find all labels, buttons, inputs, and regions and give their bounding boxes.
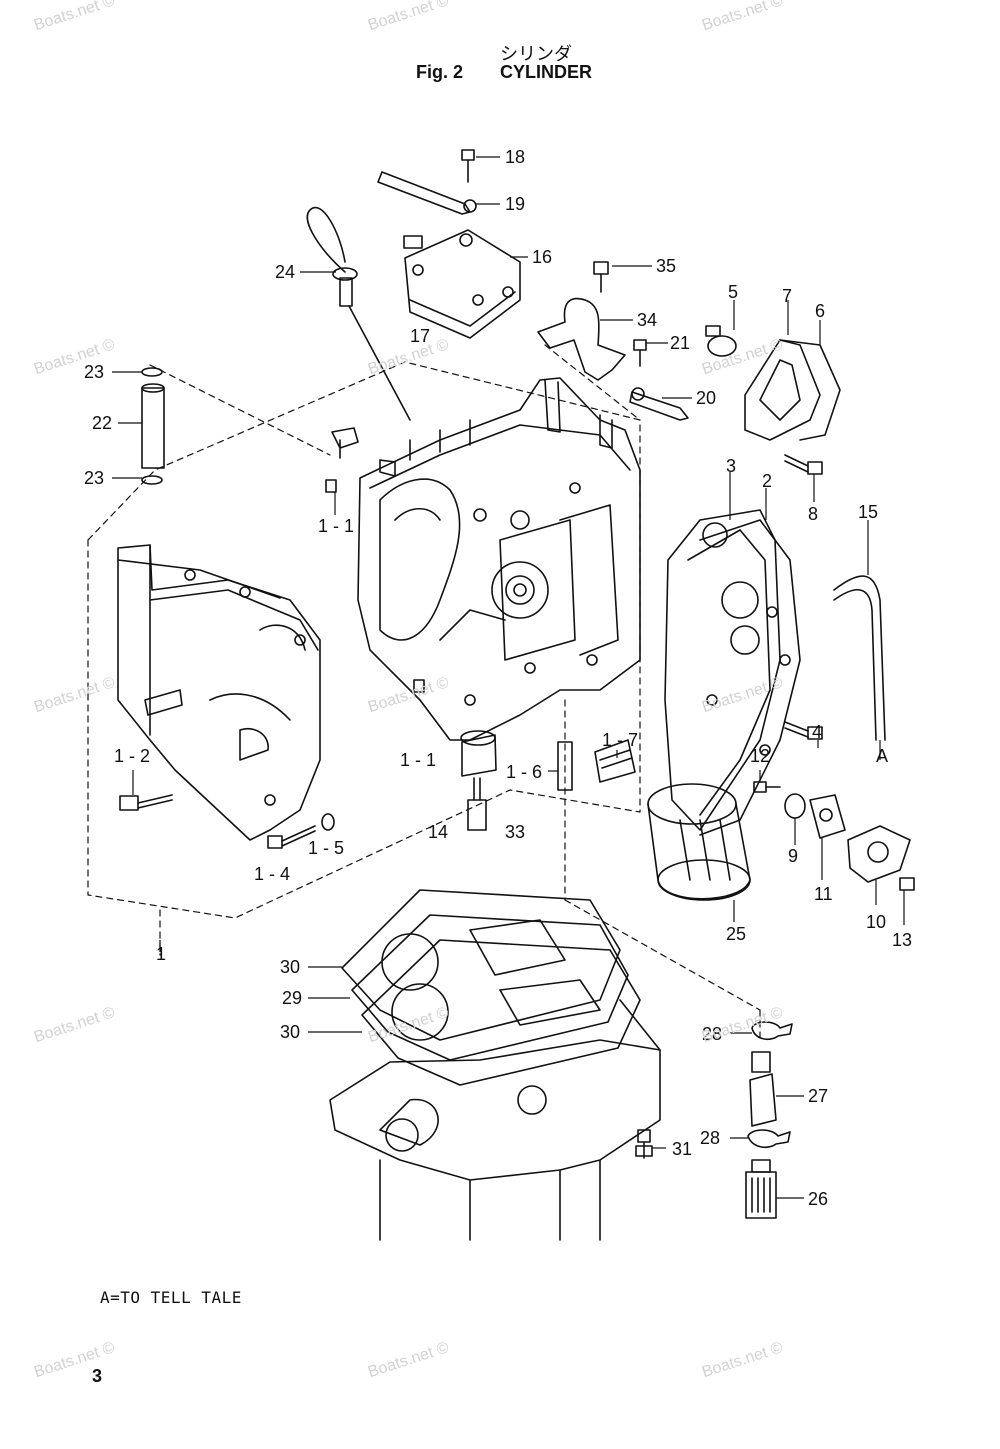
dipstick-part-24 xyxy=(306,206,411,421)
callout-label: 12 xyxy=(750,746,770,766)
callout-label: 35 xyxy=(656,256,676,276)
callout-label: 2 xyxy=(762,471,772,491)
assembly-boundary-dashed xyxy=(87,344,761,1041)
callout-label: 30 xyxy=(280,1022,300,1042)
page-number: 3 xyxy=(92,1366,103,1386)
callout-label: 21 xyxy=(670,333,690,353)
callout-label: 1 - 6 xyxy=(506,762,542,782)
callout-label: 27 xyxy=(808,1086,828,1106)
callout-label: 34 xyxy=(637,310,657,330)
callout-label: 13 xyxy=(892,930,912,950)
oil-filter-part-25 xyxy=(647,783,751,901)
callout-label: 26 xyxy=(808,1189,828,1209)
callout-label: 7 xyxy=(782,286,792,306)
callout-label: 1 - 4 xyxy=(254,864,290,884)
callout-label: 6 xyxy=(815,301,825,321)
callout-label: 3 xyxy=(726,456,736,476)
callout-label: 9 xyxy=(788,846,798,866)
bracket-part-34 xyxy=(537,297,626,381)
callout-label: 10 xyxy=(866,912,886,932)
callout-label: 18 xyxy=(505,147,525,167)
callout-label: 19 xyxy=(505,194,525,214)
cover-part-16 xyxy=(403,229,521,339)
callout-label: 24 xyxy=(275,262,295,282)
callout-label: 28 xyxy=(702,1024,722,1044)
crankcase-half xyxy=(117,544,321,841)
callout-label: 22 xyxy=(92,413,112,433)
spring-part-1-7 xyxy=(594,739,636,783)
callout-label: 1 - 7 xyxy=(602,730,638,750)
callout-label: 11 xyxy=(814,884,833,904)
cylinder-block xyxy=(357,377,641,741)
plate-part-19 xyxy=(377,171,471,215)
callout-label: 23 xyxy=(84,362,104,382)
leader-lines xyxy=(112,156,905,1199)
legend-note: A=TO TELL TALE xyxy=(100,1288,242,1307)
callout-label: 1 - 1 xyxy=(400,750,436,770)
callout-label: 30 xyxy=(280,957,300,977)
plate-part-20 xyxy=(629,391,689,421)
callout-label: 1 - 2 xyxy=(114,746,150,766)
callout-label: 1 - 1 xyxy=(318,516,354,536)
gasket-stack xyxy=(341,889,641,1086)
callout-label: 33 xyxy=(505,822,525,842)
grommet-part-33 xyxy=(461,734,497,777)
callout-label: 15 xyxy=(858,502,878,522)
callout-label: 28 xyxy=(700,1128,720,1148)
title-japanese: シリンダ xyxy=(500,44,572,64)
callout-label: 1 xyxy=(156,944,166,964)
callout-label: 8 xyxy=(808,504,818,524)
callout-label: 17 xyxy=(410,326,430,346)
callout-label: A xyxy=(876,746,888,766)
callout-label: 1 - 5 xyxy=(308,838,344,858)
page-title: CYLINDER xyxy=(500,62,593,82)
lower-housing xyxy=(329,999,661,1241)
callout-label: 14 xyxy=(428,822,448,842)
callout-label: 25 xyxy=(726,924,746,944)
callout-label: 5 xyxy=(728,282,738,302)
callout-label: 16 xyxy=(532,247,552,267)
callout-label: 29 xyxy=(282,988,302,1008)
figure-label: Fig. 2 xyxy=(416,62,464,82)
callout-label: 4 xyxy=(812,722,822,742)
sleeve-part-22 xyxy=(141,387,165,469)
callout-label: 31 xyxy=(672,1139,692,1159)
callout-label: 23 xyxy=(84,468,104,488)
callout-label: 20 xyxy=(696,388,716,408)
